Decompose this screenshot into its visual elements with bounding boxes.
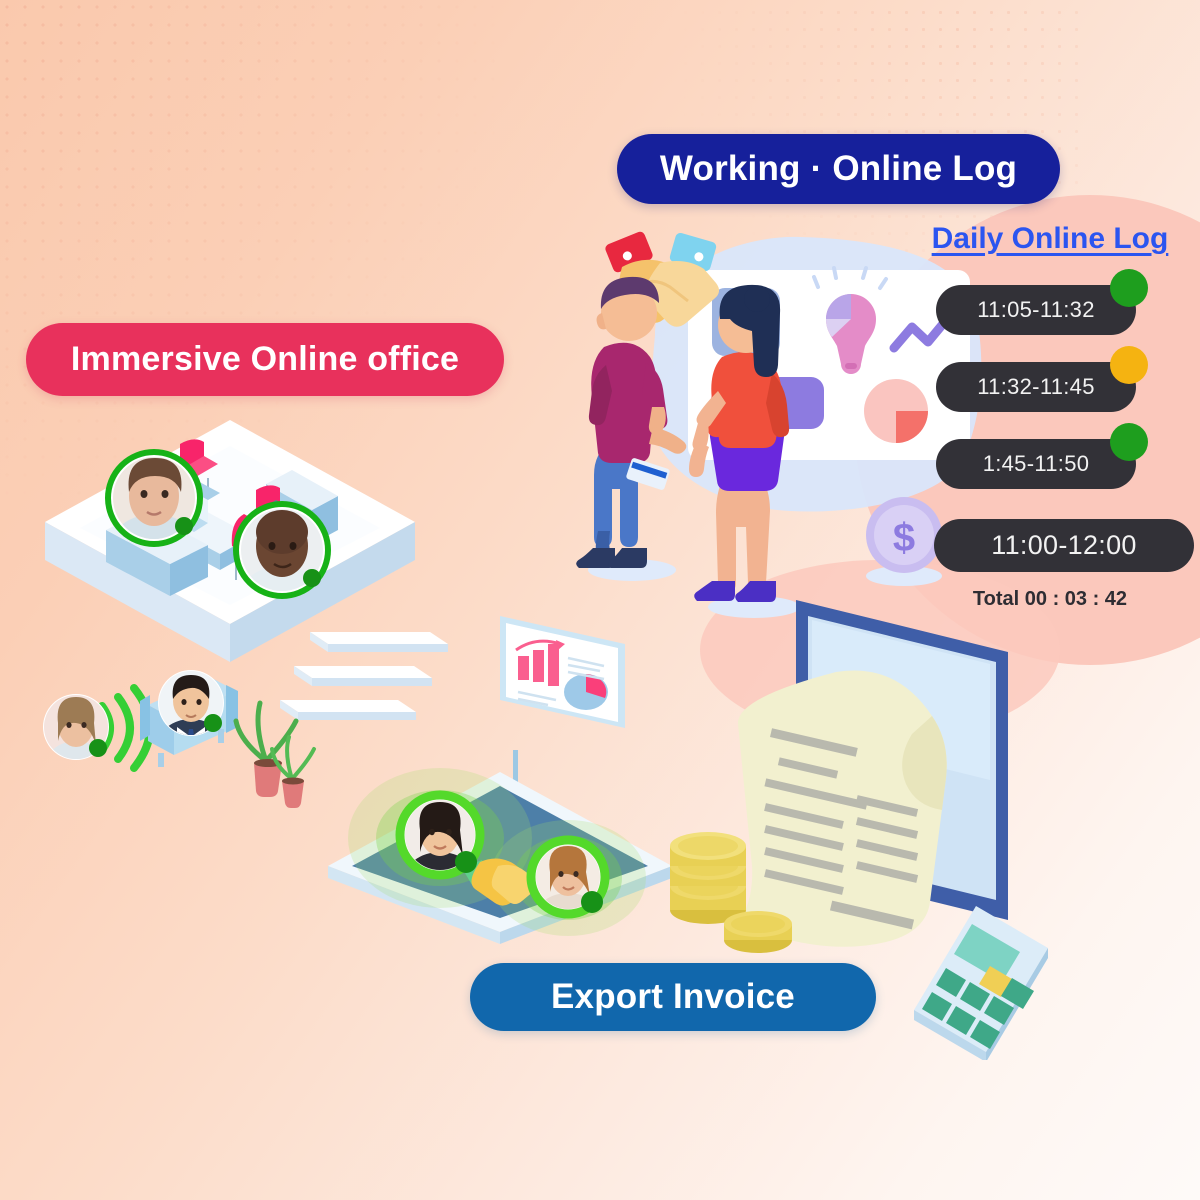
log-entry-row[interactable]: 1:45-11:50 <box>936 423 1148 489</box>
invoice-scene <box>670 600 1048 1060</box>
avatar-pool-woman-b[interactable] <box>526 835 610 943</box>
badge-export-invoice[interactable]: Export Invoice <box>470 963 876 1031</box>
log-entry-time: 11:05-11:32 <box>936 285 1136 335</box>
presentation-board <box>500 616 625 794</box>
avatar-lounge-woman[interactable] <box>43 694 109 793</box>
board-bar-chart <box>515 639 565 686</box>
log-entry-row[interactable]: 11:05-11:32 <box>936 269 1148 335</box>
board-pie-chart <box>564 674 608 710</box>
connector-steps <box>280 632 448 720</box>
dollar-coin-icon: $ <box>866 497 942 586</box>
avatar-pool-woman-a[interactable] <box>395 790 485 908</box>
platform-side-left <box>45 522 230 662</box>
status-dot-online <box>1110 269 1148 307</box>
daily-online-log-title[interactable]: Daily Online Log <box>931 222 1169 255</box>
person-man <box>576 276 687 581</box>
office-platform-scene <box>45 420 415 662</box>
invoice-text-lines <box>764 728 919 930</box>
log-entry-time: 11:00-12:00 <box>934 519 1194 572</box>
log-entry-time: 1:45-11:50 <box>936 439 1136 489</box>
handshake-people-scene: $ <box>576 231 982 618</box>
log-entry-row[interactable]: 11:32-11:45 <box>936 346 1148 412</box>
status-dot-away <box>1110 346 1148 384</box>
lightbulb-icon <box>812 266 888 374</box>
log-total-duration: Total 00 : 03 : 42 <box>972 588 1128 610</box>
person-woman <box>689 284 800 618</box>
svg-text:$: $ <box>893 516 915 560</box>
log-entry-row-summary[interactable]: 11:00-12:00 <box>934 519 1194 572</box>
step <box>280 700 416 720</box>
coin-stack <box>670 832 792 953</box>
lounge-scene <box>43 670 316 808</box>
pie-chart-icon <box>864 379 928 443</box>
log-entry-time: 11:32-11:45 <box>936 362 1136 412</box>
meeting-pool-scene <box>328 616 672 944</box>
step <box>294 666 432 686</box>
badge-immersive-online-office[interactable]: Immersive Online office <box>26 323 504 396</box>
platform-side-right <box>230 522 415 662</box>
potted-plant-large <box>233 700 299 797</box>
status-dot-online <box>1110 423 1148 461</box>
invoice-paper <box>737 670 947 947</box>
avatar-lounge-man[interactable] <box>158 670 224 771</box>
calculator-keys <box>922 966 1034 1049</box>
potted-plant-small <box>270 735 316 808</box>
badge-working-online-log[interactable]: Working · Online Log <box>617 134 1060 204</box>
avatar-office-woman[interactable] <box>105 449 203 582</box>
avatar-office-man[interactable] <box>233 501 331 634</box>
daily-online-log-panel: Daily Online Log 11:05-11:32 11:32-11:45… <box>900 222 1200 610</box>
board-text-lines <box>517 656 605 707</box>
calculator <box>914 906 1048 1060</box>
step <box>310 632 448 652</box>
